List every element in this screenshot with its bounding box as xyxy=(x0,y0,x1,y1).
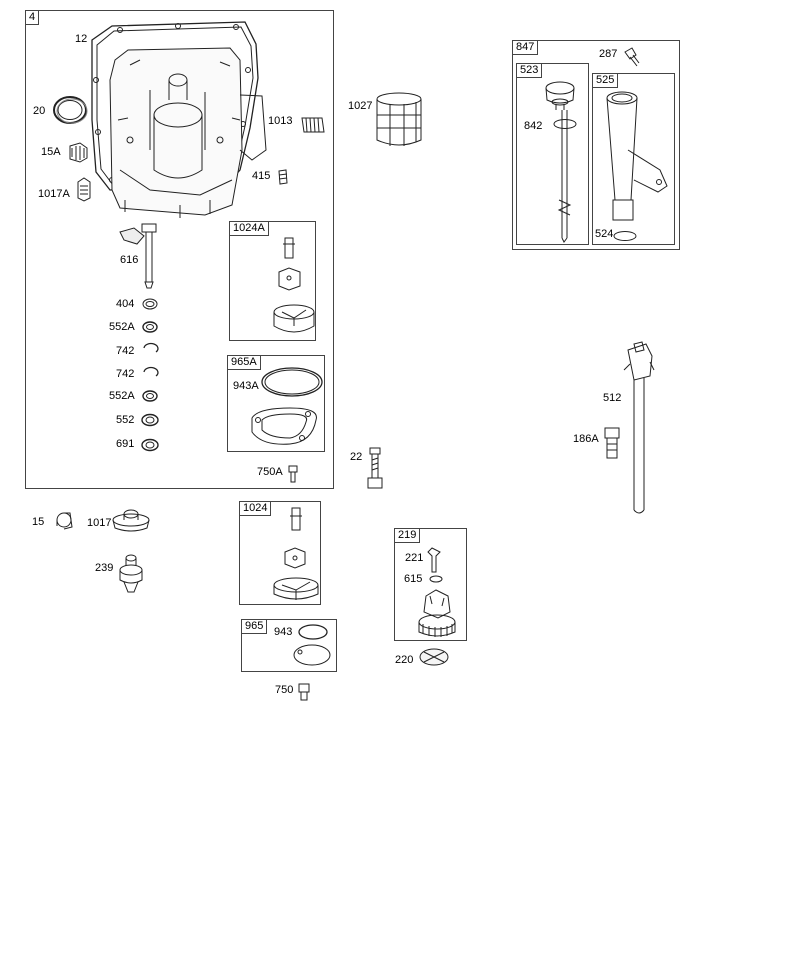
assembly-box-219: 219 xyxy=(394,528,467,641)
label-512: 512 xyxy=(603,392,622,404)
label-750A: 750A xyxy=(257,466,283,478)
oring-943 xyxy=(299,625,327,639)
bolt-22 xyxy=(368,448,382,488)
washer-615 xyxy=(430,576,442,582)
label-943A: 943A xyxy=(233,380,259,392)
plug-15 xyxy=(57,513,72,529)
label-220: 220 xyxy=(395,654,414,666)
label-552: 552 xyxy=(116,414,135,426)
sensor-239 xyxy=(120,555,142,592)
screw-287 xyxy=(625,48,639,66)
label-552A-upper: 552A xyxy=(109,321,135,333)
oring-943A xyxy=(262,368,322,396)
breather-1017 xyxy=(113,510,149,531)
washer-404 xyxy=(143,299,157,309)
box-tag-847: 847 xyxy=(512,40,539,55)
label-287: 287 xyxy=(599,48,618,60)
cover-965 xyxy=(294,645,330,665)
governor-pin-221 xyxy=(428,548,440,572)
box-tag-1024: 1024 xyxy=(239,501,272,516)
oil-seal-20 xyxy=(54,97,87,123)
label-552A-lower: 552A xyxy=(109,390,135,402)
label-1013: 1013 xyxy=(268,115,293,127)
assembly-box-965A: 965A xyxy=(227,355,325,452)
gear-220 xyxy=(420,649,448,665)
label-15: 15 xyxy=(32,516,45,528)
label-404: 404 xyxy=(116,298,135,310)
label-1017: 1017 xyxy=(87,517,112,529)
governor-gear-219 xyxy=(419,590,455,637)
label-1017A: 1017A xyxy=(38,188,70,200)
label-15A: 15A xyxy=(41,146,61,158)
oil-filter-1027 xyxy=(377,93,421,146)
oil-pump-1024A xyxy=(274,238,314,332)
label-742-lower: 742 xyxy=(116,368,135,380)
label-221: 221 xyxy=(405,552,424,564)
label-1027: 1027 xyxy=(348,100,373,112)
bolt-750 xyxy=(299,684,309,700)
label-842: 842 xyxy=(524,120,543,132)
label-524: 524 xyxy=(595,228,614,240)
label-691: 691 xyxy=(116,438,135,450)
assembly-box-847: 847 xyxy=(512,40,680,250)
clip-742-upper xyxy=(144,344,158,352)
label-22: 22 xyxy=(350,451,363,463)
bolt-750A xyxy=(289,466,297,482)
dipstick-523 xyxy=(546,82,576,242)
assembly-box-965: 965 xyxy=(241,619,337,672)
breather-1017A xyxy=(78,178,90,201)
ring-552 xyxy=(142,415,158,426)
label-616: 616 xyxy=(120,254,139,266)
box-tag-525: 525 xyxy=(592,73,619,88)
oil-pump-1024 xyxy=(274,508,318,600)
plug-15A xyxy=(70,143,87,162)
governor-shaft-616 xyxy=(120,224,156,288)
label-742-upper: 742 xyxy=(116,345,135,357)
dipstick-tube-512 xyxy=(624,342,654,513)
adapter-186A xyxy=(605,428,619,458)
ring-552A-upper xyxy=(143,322,157,332)
box-tag-965: 965 xyxy=(241,619,268,634)
label-239: 239 xyxy=(95,562,114,574)
label-750: 750 xyxy=(275,684,294,696)
box-tag-965A: 965A xyxy=(227,355,261,370)
clip-742-lower xyxy=(144,368,158,376)
assembly-box-523: 523 xyxy=(516,63,589,245)
label-415: 415 xyxy=(252,170,271,182)
screen-1013 xyxy=(302,118,324,132)
ring-552A-lower xyxy=(143,391,157,401)
assembly-box-1024A: 1024A xyxy=(229,221,316,341)
label-20: 20 xyxy=(33,105,46,117)
box-tag-219: 219 xyxy=(394,528,421,543)
crankcase-body xyxy=(110,48,266,218)
oil-fill-tube-525 xyxy=(607,92,667,241)
label-186A: 186A xyxy=(573,433,599,445)
assembly-box-4: 4 xyxy=(25,10,334,489)
label-943: 943 xyxy=(274,626,293,638)
label-615: 615 xyxy=(404,573,423,585)
assembly-box-1024: 1024 xyxy=(239,501,321,605)
assembly-box-525: 525 xyxy=(592,73,675,245)
cover-965A xyxy=(252,408,316,444)
fitting-415 xyxy=(279,170,287,184)
label-12: 12 xyxy=(75,33,88,45)
ring-691 xyxy=(142,440,158,451)
box-tag-523: 523 xyxy=(516,63,543,78)
box-tag-1024A: 1024A xyxy=(229,221,269,236)
box-tag-4: 4 xyxy=(25,10,40,25)
